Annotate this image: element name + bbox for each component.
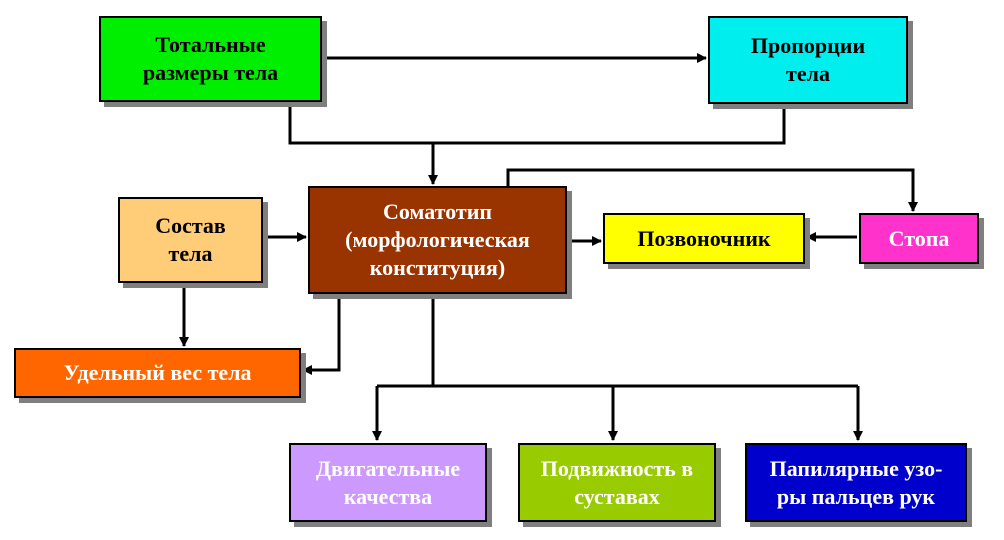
node-total-sizes: Тотальные размеры тела	[99, 16, 322, 102]
arrow-somatotype-to-foot	[506, 168, 918, 212]
node-specific-weight: Удельный вес тела	[14, 348, 301, 398]
node-proportions: Пропорции тела	[708, 16, 908, 104]
arrow-somatotype-to-weight	[302, 294, 341, 375]
node-body-composition: Состав тела	[118, 197, 263, 283]
node-motor-qualities: Двигательные качества	[289, 443, 487, 522]
node-foot: Стопа	[859, 213, 979, 264]
node-spine: Позвоночник	[603, 213, 805, 264]
node-somatotype: Соматотип (морфологическая конституция)	[308, 186, 567, 294]
node-papillary-patterns: Папилярные узо- ры пальцев рук	[745, 443, 967, 522]
connector-total-down	[288, 102, 786, 145]
node-joint-mobility: Подвижность в суставах	[518, 443, 716, 522]
